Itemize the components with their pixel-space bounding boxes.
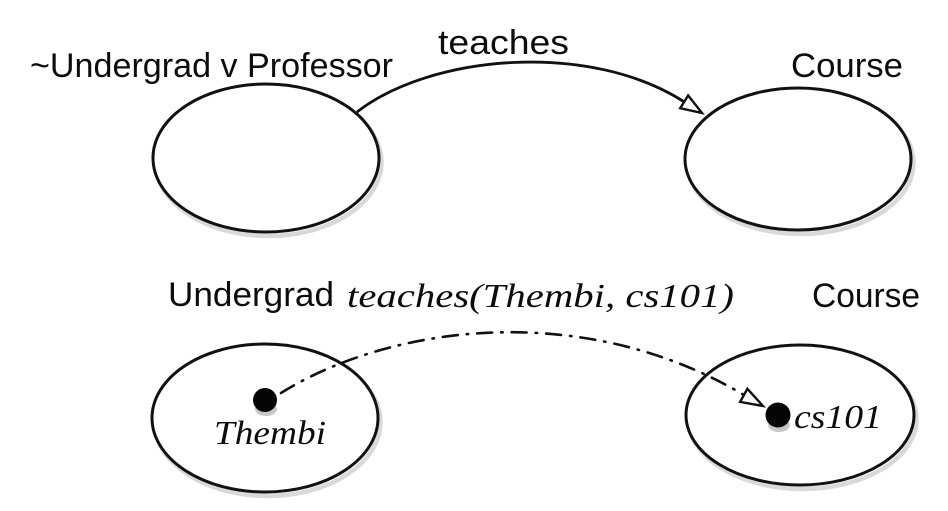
top-left-class-label: ~Undergrad v Professor	[30, 47, 393, 85]
bottom-left-class-label: Undergrad	[168, 276, 334, 314]
open-arrowhead-icon	[738, 386, 767, 408]
top-left-class-ellipse	[151, 82, 381, 234]
bottom-right-class-ellipse	[684, 343, 916, 487]
ground-atom-label: teaches(Thembi, cs101)	[347, 278, 734, 315]
bottom-right-class-label: Course	[812, 277, 920, 315]
bottom-left-class-ellipse	[150, 342, 380, 494]
teaches-relation-arrow	[356, 60, 687, 114]
cs101-instance-label: cs101	[794, 399, 882, 436]
top-right-class-ellipse	[683, 86, 913, 232]
cs101-instance-dot	[765, 402, 791, 428]
teaches-relation-label: teaches	[438, 24, 569, 62]
thembi-instance-label: Thembi	[214, 415, 326, 452]
top-right-class-label: Course	[791, 47, 903, 85]
thembi-instance-dot	[253, 388, 277, 412]
open-arrowhead-icon	[678, 93, 706, 115]
teaches-instance-arrow	[279, 330, 751, 400]
